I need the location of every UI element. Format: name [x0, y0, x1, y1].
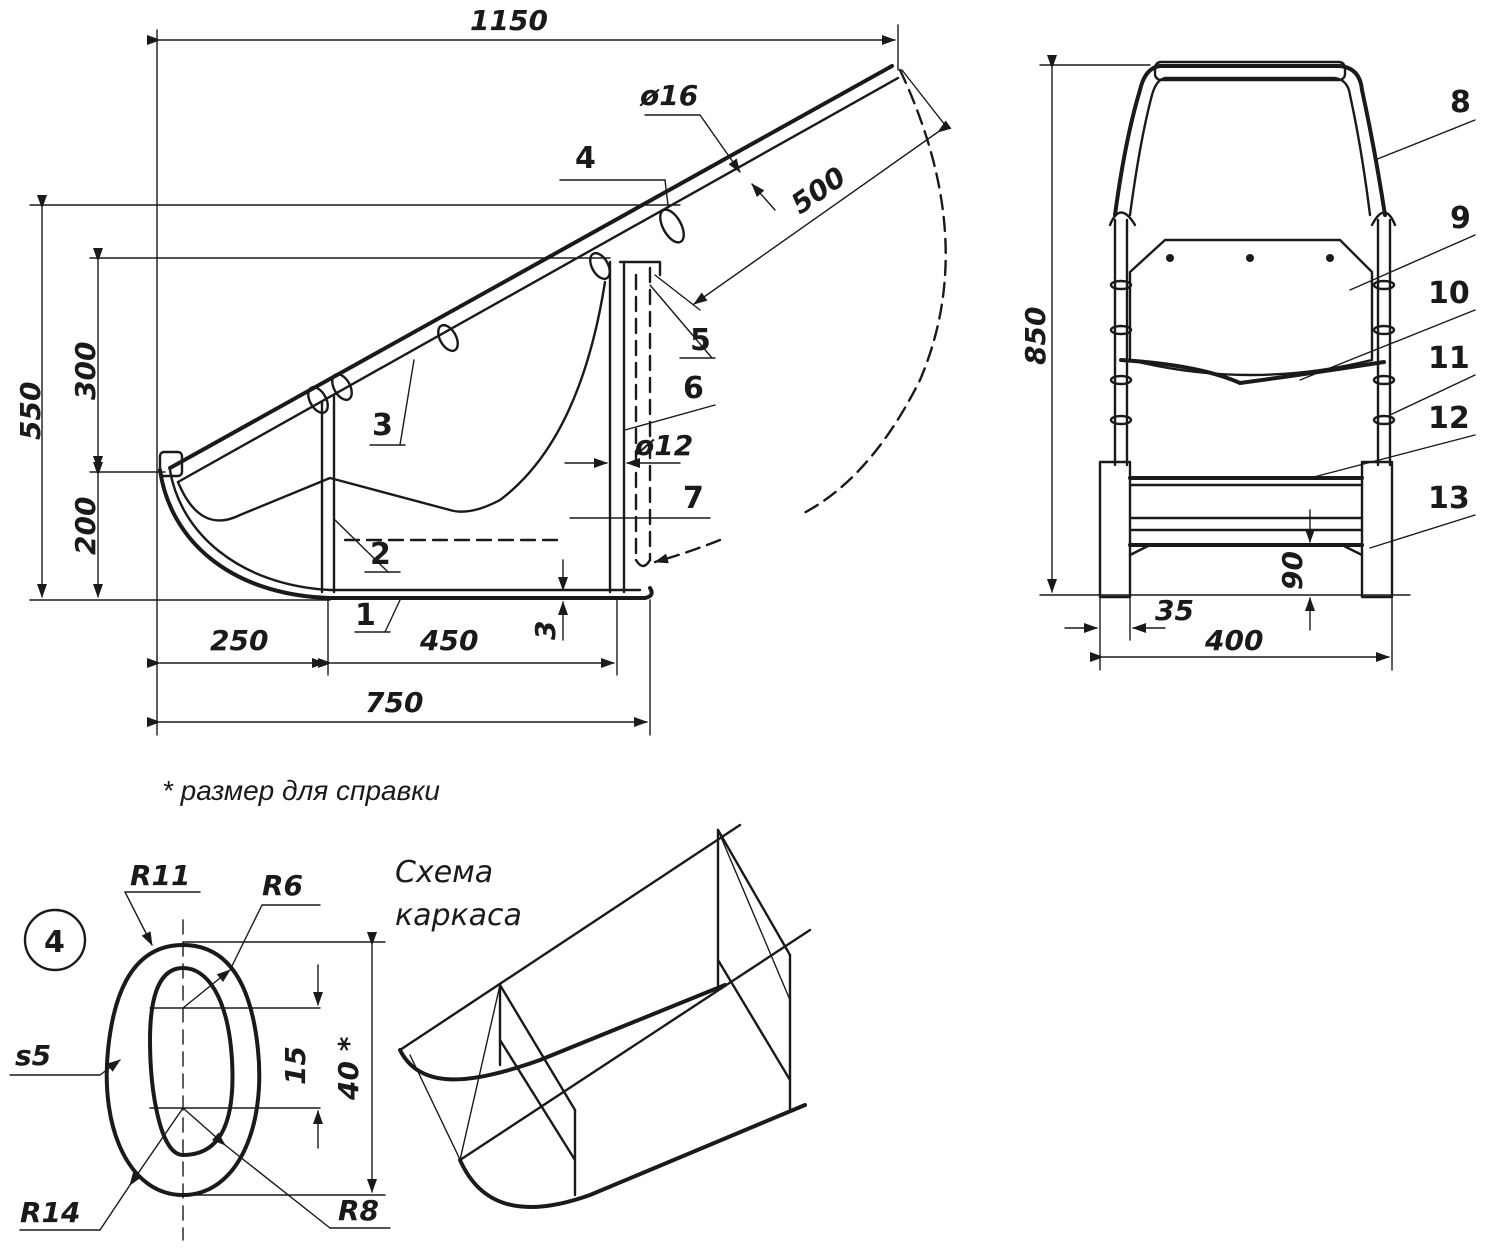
dim-runner-gap-label: 3 — [529, 621, 562, 640]
dim-300-200: 300 200 — [69, 248, 611, 598]
dim-post-label: 35 — [1155, 594, 1194, 627]
handle-tube — [158, 64, 900, 484]
detail-4: 4 15 40 * R11 R6 s5 R14 R8 — [9, 859, 391, 1241]
seat-board — [1128, 238, 1374, 377]
dim-height: 550 — [14, 195, 681, 598]
detail-r-inner-top: R6 — [262, 869, 303, 902]
side-view: 1150 550 300 200 250 450 750 — [14, 4, 952, 736]
swing-arc — [798, 68, 947, 517]
dim-rod-diameter-label: ø12 — [634, 429, 693, 462]
dim-front-label: 250 — [210, 624, 268, 657]
dim-base-label: 750 — [365, 686, 423, 719]
detail-r-outer-top: R11 — [130, 859, 191, 892]
backrest-frame — [1113, 60, 1387, 217]
tube-clamps — [307, 208, 685, 415]
runner — [29, 468, 654, 601]
callout-8: 8 — [1450, 85, 1471, 120]
dim-handle-length-label: 500 — [785, 160, 852, 221]
dim-bottom: 90 — [1276, 509, 1315, 631]
callout-7: 7 — [683, 481, 704, 516]
dim-lower-label: 200 — [69, 497, 102, 555]
callout-11: 11 — [1428, 341, 1470, 376]
reference-note: * размер для справки — [162, 775, 440, 806]
dim-front-width: 400 — [1090, 596, 1393, 671]
callout-2: 2 — [370, 537, 391, 572]
dim-middle-label: 450 — [419, 624, 478, 657]
detail-thickness: s5 — [15, 1039, 51, 1072]
frame-caption-line2: каркаса — [395, 898, 522, 933]
dim-rod-diameter: ø12 — [564, 429, 693, 468]
callout-6: 6 — [683, 371, 704, 406]
callout-1: 1 — [355, 598, 376, 633]
callout-13: 13 — [1428, 481, 1470, 516]
callout-12: 12 — [1428, 401, 1470, 436]
dim-post: 35 — [1064, 594, 1194, 633]
detail-label: 4 — [44, 925, 65, 960]
detail-dim-inner-label: 15 — [279, 1046, 312, 1085]
callout-10: 10 — [1428, 276, 1470, 311]
dim-horizontal: 250 450 750 — [147, 599, 651, 736]
frame-caption-line1: Схема — [395, 855, 493, 890]
dim-overall-length-label: 1150 — [470, 4, 548, 37]
dim-upper-label: 300 — [69, 342, 102, 400]
detail-dim-outer-label: 40 * — [332, 1036, 365, 1101]
dim-bottom-label: 90 — [1276, 551, 1309, 590]
base-box — [1098, 460, 1394, 599]
seat-cloth — [176, 280, 607, 522]
dim-front-height: 850 — [1019, 55, 1411, 596]
rear-post — [608, 260, 662, 594]
front-post — [320, 394, 336, 594]
front-callouts: 8 9 10 11 12 13 — [1299, 85, 1476, 549]
side-callouts: 4 5 6 7 3 2 1 — [334, 141, 716, 633]
dim-runner-gap: 3 — [529, 559, 568, 641]
front-view: 850 400 35 90 8 9 10 11 — [1019, 55, 1476, 671]
dim-tube-diameter-label: ø16 — [639, 79, 698, 112]
callout-4: 4 — [575, 141, 596, 176]
callout-3: 3 — [372, 408, 393, 443]
dim-tube-diameter: ø16 — [639, 79, 776, 211]
callout-9: 9 — [1450, 201, 1471, 236]
dim-front-height-label: 850 — [1019, 307, 1052, 365]
dim-overall-length: 1150 — [147, 4, 899, 736]
dim-height-label: 550 — [14, 382, 47, 440]
cross-cable — [1119, 358, 1386, 385]
detail-r-outer-bottom: R14 — [20, 1196, 81, 1229]
frame-scheme: Схема каркаса — [395, 823, 812, 1210]
dim-front-width-label: 400 — [1204, 624, 1263, 657]
detail-r-inner-bottom: R8 — [338, 1194, 379, 1227]
callout-5: 5 — [690, 323, 711, 358]
